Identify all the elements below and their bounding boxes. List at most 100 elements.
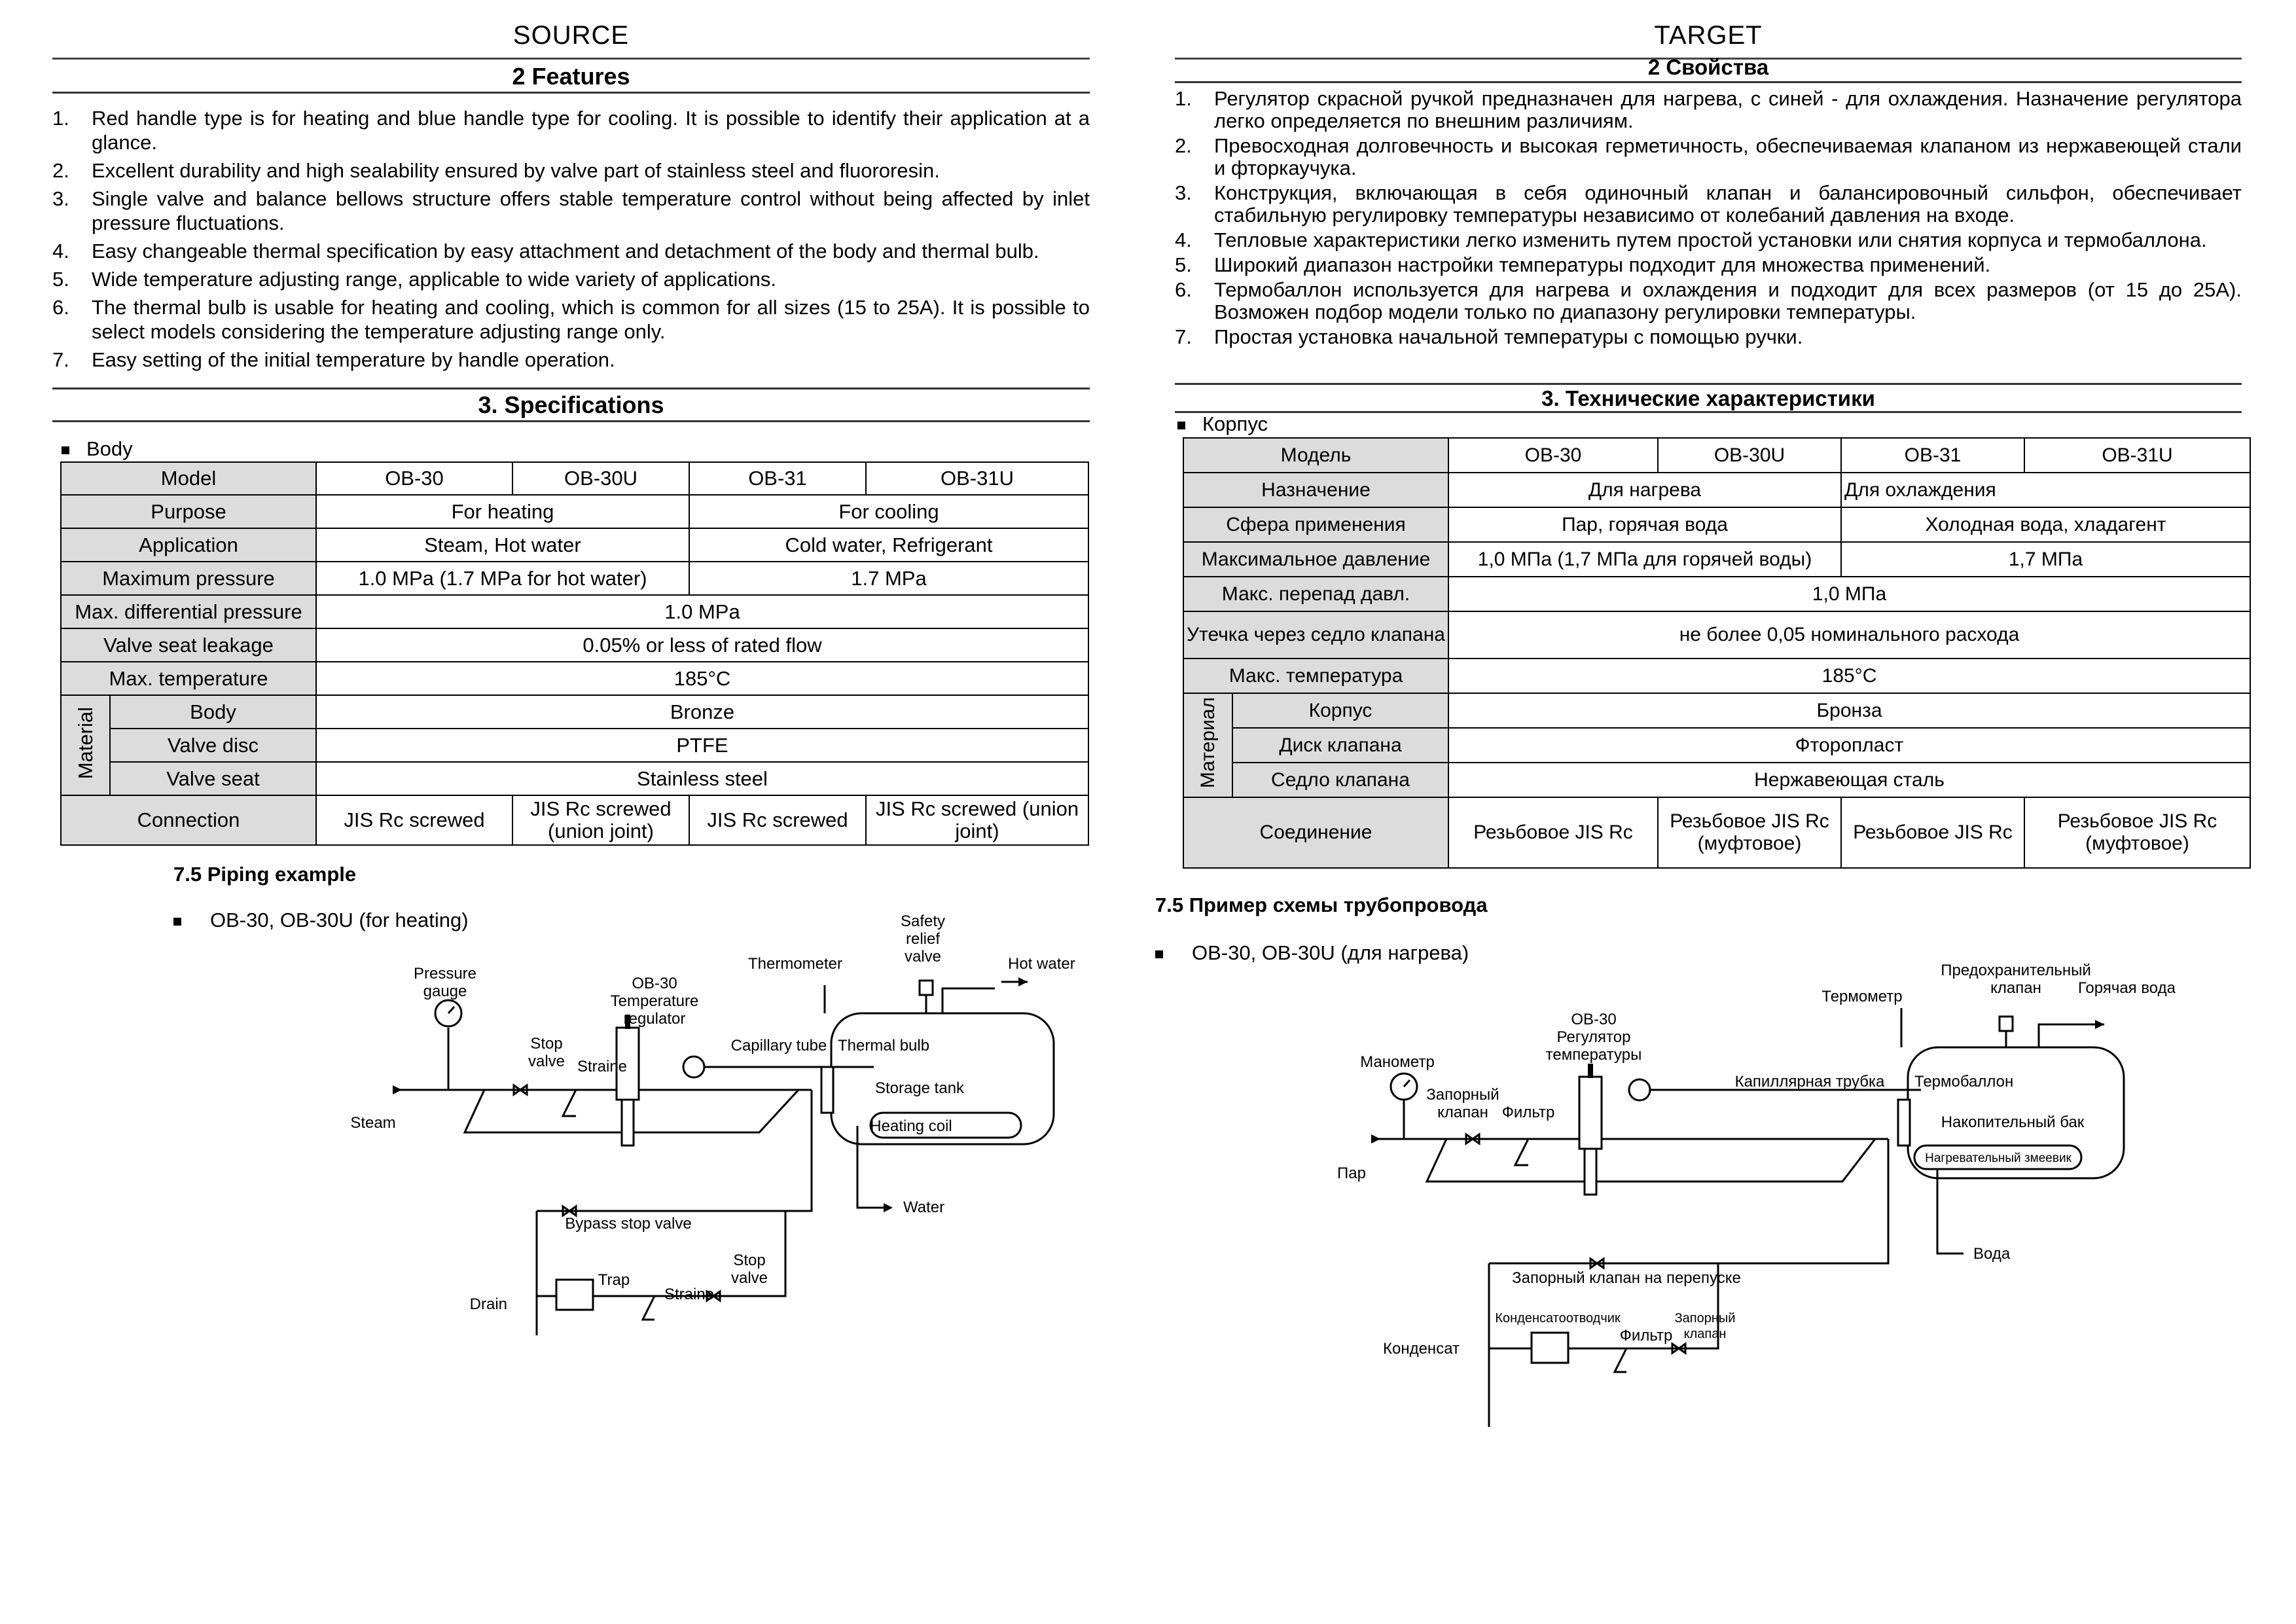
- svg-text:Capillary tube: Capillary tube: [731, 1037, 827, 1055]
- body-label: Корпус: [1177, 412, 1268, 436]
- table-row: Макс. перепад давл.1,0 МПа: [1183, 576, 2251, 612]
- features-heading: 2 Свойства: [1647, 55, 1769, 79]
- feature-item: 4.Тепловые характеристики легко изменить…: [1175, 228, 2207, 251]
- specs-heading: 3. Specifications: [478, 391, 664, 418]
- svg-text:температуры: температуры: [1546, 1046, 1642, 1064]
- svg-text:Water: Water: [903, 1199, 944, 1216]
- svg-text:OB-30: OB-30: [1571, 1011, 1616, 1028]
- svg-text:Straine: Straine: [577, 1058, 627, 1075]
- bypass-line: [463, 1089, 800, 1134]
- strainer-icon: [561, 1089, 577, 1117]
- stop-valve-icon-2: [706, 1290, 721, 1303]
- svg-text:gauge: gauge: [423, 983, 467, 1000]
- section-divider: [1175, 81, 2242, 83]
- svg-text:Stop: Stop: [530, 1035, 562, 1053]
- feature-item: 1.Red handle type is for heating and blu…: [52, 107, 1090, 154]
- svg-text:Thermal bulb: Thermal bulb: [838, 1037, 929, 1055]
- feature-item: 7.Простая установка начальной температур…: [1175, 325, 1803, 348]
- feature-item: 2.Excellent durability and high sealabil…: [52, 159, 940, 182]
- svg-text:Straine: Straine: [664, 1286, 714, 1303]
- water-inlet: [1936, 1169, 1964, 1255]
- features-list: 1.Регулятор скрасной ручкой предназначен…: [1175, 88, 2242, 351]
- feature-item: 3.Конструкция, включающая в себя одиночн…: [1175, 181, 2242, 226]
- stop-valve-icon-2: [1671, 1342, 1687, 1355]
- regulator-body: [1578, 1075, 1603, 1150]
- feature-item: 4.Easy changeable thermal specification …: [52, 240, 1039, 262]
- stop-valve-icon: [512, 1083, 528, 1096]
- section-divider: [1175, 383, 2242, 385]
- trap-icon: [1530, 1331, 1570, 1364]
- body-label: Body: [62, 437, 133, 461]
- svg-text:Вода: Вода: [1973, 1245, 2011, 1263]
- piping-diagram: Предохранительный клапан Горячая вода Те…: [1337, 962, 2176, 1427]
- trap-icon: [555, 1278, 594, 1311]
- svg-text:клапан: клапан: [1684, 1327, 1727, 1341]
- top-divider: [52, 58, 1090, 60]
- features-list: 1.Red handle type is for heating and blu…: [52, 106, 1090, 376]
- strainer-icon-2: [1613, 1348, 1628, 1373]
- svg-text:Drain: Drain: [470, 1295, 507, 1313]
- bypass-line: [1425, 1138, 1876, 1183]
- hot-water-outlet: [941, 987, 995, 1013]
- feature-item: 6.The thermal bulb is usable for heating…: [52, 296, 1090, 343]
- section-divider: [52, 92, 1090, 94]
- svg-text:Горячая вода: Горячая вода: [2078, 979, 2176, 997]
- bullet-square-icon: [62, 446, 69, 454]
- svg-text:OB-30: OB-30: [632, 975, 677, 992]
- svg-text:Trap: Trap: [598, 1271, 630, 1289]
- svg-text:Термометр: Термометр: [1821, 988, 1902, 1005]
- top-divider: [1175, 58, 2242, 60]
- svg-text:Запорный: Запорный: [1675, 1311, 1736, 1326]
- svg-text:Steam: Steam: [350, 1114, 395, 1132]
- material-label: Material: [73, 706, 97, 780]
- strainer-icon-2: [641, 1295, 656, 1321]
- svg-text:Heating coil: Heating coil: [870, 1117, 952, 1135]
- svg-text:valve: valve: [905, 948, 941, 965]
- svg-text:клапан: клапан: [1990, 979, 2041, 997]
- svg-text:Нагревательный змеевик: Нагревательный змеевик: [1925, 1151, 2072, 1165]
- svg-text:valve: valve: [528, 1053, 565, 1070]
- piping-title: 7.5 Piping example: [173, 863, 357, 886]
- feature-item: 6.Термобаллон используется для нагрева и…: [1175, 278, 2242, 323]
- piping-subtitle: OB-30, OB-30U (for heating): [173, 909, 469, 932]
- feature-item: 3.Single valve and balance bellows struc…: [52, 187, 1090, 234]
- svg-text:Накопительный бак: Накопительный бак: [1941, 1113, 2085, 1131]
- bullet-square-icon: [1155, 950, 1163, 958]
- bullet-square-icon: [173, 917, 181, 926]
- svg-text:Фильтр: Фильтр: [1502, 1104, 1555, 1121]
- bypass-stop-valve-icon: [1589, 1257, 1605, 1270]
- svg-text:Thermometer: Thermometer: [748, 955, 842, 973]
- svg-text:Safety: Safety: [901, 912, 945, 930]
- features-heading: 2 Features: [512, 63, 630, 90]
- bullet-square-icon: [1177, 421, 1185, 429]
- svg-text:relief: relief: [906, 930, 940, 948]
- piping-subtitle: OB-30, OB-30U (для нагрева): [1155, 941, 1469, 965]
- strainer-icon: [1513, 1138, 1530, 1166]
- heating-coil-shape: [1913, 1144, 2083, 1170]
- specs-heading: 3. Технические характеристики: [1541, 386, 1875, 410]
- svg-text:Манометр: Манометр: [1360, 1053, 1435, 1071]
- section-divider: [52, 388, 1090, 389]
- hot-water-outlet: [2037, 1023, 2094, 1047]
- feature-item: 5.Широкий диапазон настройки температуры…: [1175, 253, 1991, 276]
- svg-text:Stop: Stop: [733, 1252, 765, 1269]
- svg-text:Регулятор: Регулятор: [1557, 1028, 1631, 1046]
- piping-title: 7.5 Пример схемы трубопровода: [1155, 893, 1488, 916]
- feature-item: 2.Превосходная долговечность и высокая г…: [1175, 134, 2242, 179]
